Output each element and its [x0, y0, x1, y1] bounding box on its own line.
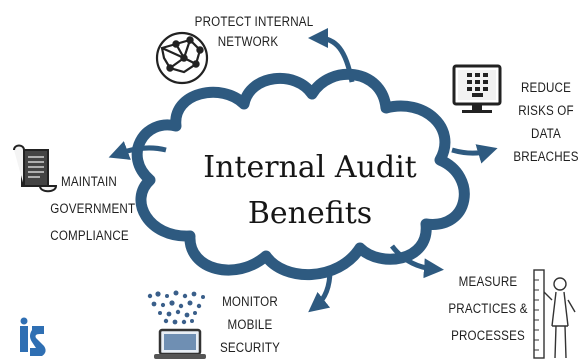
- scroll-document-icon: [13, 144, 58, 193]
- title-line-1: Internal Audit: [203, 150, 417, 185]
- benefit-line: BREACHES: [513, 149, 579, 164]
- benefit-line: MONITOR: [222, 294, 278, 309]
- arrow-to-reduce-risks: [451, 144, 498, 164]
- benefit-line: MOBILE: [227, 317, 273, 332]
- diagram-title: Internal Audit Benefits: [170, 145, 450, 237]
- laptop-data-icon: [147, 290, 206, 359]
- cloud-shape: [131, 68, 470, 280]
- company-logo: [20, 317, 46, 356]
- benefit-line: DATA: [531, 126, 561, 141]
- benefit-line: NETWORK: [217, 34, 279, 49]
- benefit-line: PROCESSES: [451, 328, 525, 343]
- benefit-line: COMPLIANCE: [50, 228, 129, 243]
- benefit-line: GOVERNMENT: [50, 201, 136, 216]
- arrow-to-protect-network: [308, 28, 355, 83]
- benefit-line: SECURITY: [219, 340, 281, 355]
- benefit-reduce-risks: REDUCE RISKS OF DATA BREACHES: [512, 76, 581, 168]
- network-globe-icon: [155, 31, 209, 85]
- title-line-2: Benefits: [247, 196, 373, 231]
- arrow-to-maintain-compliance: [108, 141, 167, 160]
- person-ruler-icon: [533, 269, 576, 359]
- benefit-line: PROTECT INTERNAL: [194, 14, 314, 29]
- arrow-to-monitor-mobile: [308, 269, 333, 313]
- benefit-monitor-mobile: MONITOR MOBILE SECURITY: [216, 290, 285, 359]
- benefit-line: MAINTAIN: [60, 174, 117, 189]
- benefit-measure-practices: MEASURE PRACTICES & PROCESSES: [447, 268, 530, 349]
- arrow-to-measure-practices: [390, 244, 444, 279]
- benefit-line: RISKS OF: [518, 103, 574, 118]
- monitor-keypad-icon: [452, 64, 502, 113]
- benefit-line: REDUCE: [520, 80, 572, 95]
- benefit-line: MEASURE: [458, 274, 518, 289]
- benefit-line: PRACTICES &: [448, 301, 528, 316]
- benefit-protect-network: PROTECT INTERNAL NETWORK: [194, 12, 314, 52]
- benefit-maintain-compliance: MAINTAIN GOVERNMENT COMPLIANCE: [50, 168, 136, 249]
